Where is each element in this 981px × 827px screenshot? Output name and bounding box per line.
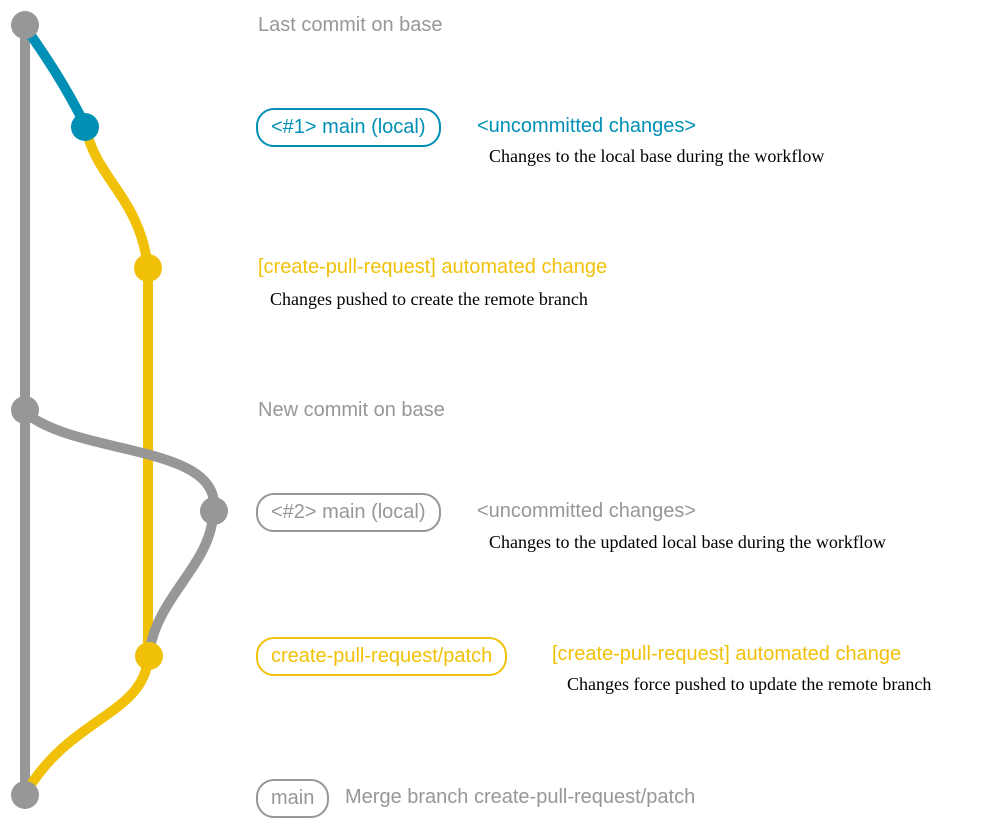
message-uncommitted-changes-2: <uncommitted changes> (477, 500, 697, 522)
badge-main-local-1: <#1> main (local) (256, 108, 441, 147)
main-local2-branch-curve (22, 409, 219, 510)
message-automated-change-1: [create-pull-request] automated change (258, 256, 608, 278)
note-force-pushed-to-update: Changes force pushed to update the remot… (567, 674, 932, 694)
main-local-branch-line (20, 22, 90, 130)
message-automated-change-2: [create-pull-request] automated change (552, 643, 902, 665)
commit-dot-last-base (11, 11, 39, 39)
commit-dot-automated-change-2 (135, 642, 163, 670)
commit-dot-main-local-2 (200, 497, 228, 525)
commit-dot-automated-change-1 (134, 254, 162, 282)
note-local-base-changes: Changes to the local base during the wor… (489, 146, 825, 166)
commit-dot-merge (11, 781, 39, 809)
patch-branch-curve-top (81, 124, 153, 273)
note-updated-local-base-changes: Changes to the updated local base during… (489, 532, 886, 552)
git-graph (11, 11, 228, 809)
message-merge-branch: Merge branch create-pull-request/patch (345, 786, 696, 808)
note-pushed-to-create: Changes pushed to create the remote bran… (270, 289, 588, 309)
message-uncommitted-changes-1: <uncommitted changes> (477, 115, 697, 137)
label-last-commit-on-base: Last commit on base (258, 14, 443, 36)
commit-dot-new-base (11, 396, 39, 424)
badge-main: main (256, 779, 330, 818)
badge-main-local-2: <#2> main (local) (256, 493, 441, 532)
patch-merge-curve (22, 653, 153, 796)
main-local2-merge-curve (145, 511, 218, 653)
badge-create-pull-request-patch: create-pull-request/patch (256, 637, 508, 676)
commit-dot-main-local-1 (71, 113, 99, 141)
label-new-commit-on-base: New commit on base (258, 399, 445, 421)
